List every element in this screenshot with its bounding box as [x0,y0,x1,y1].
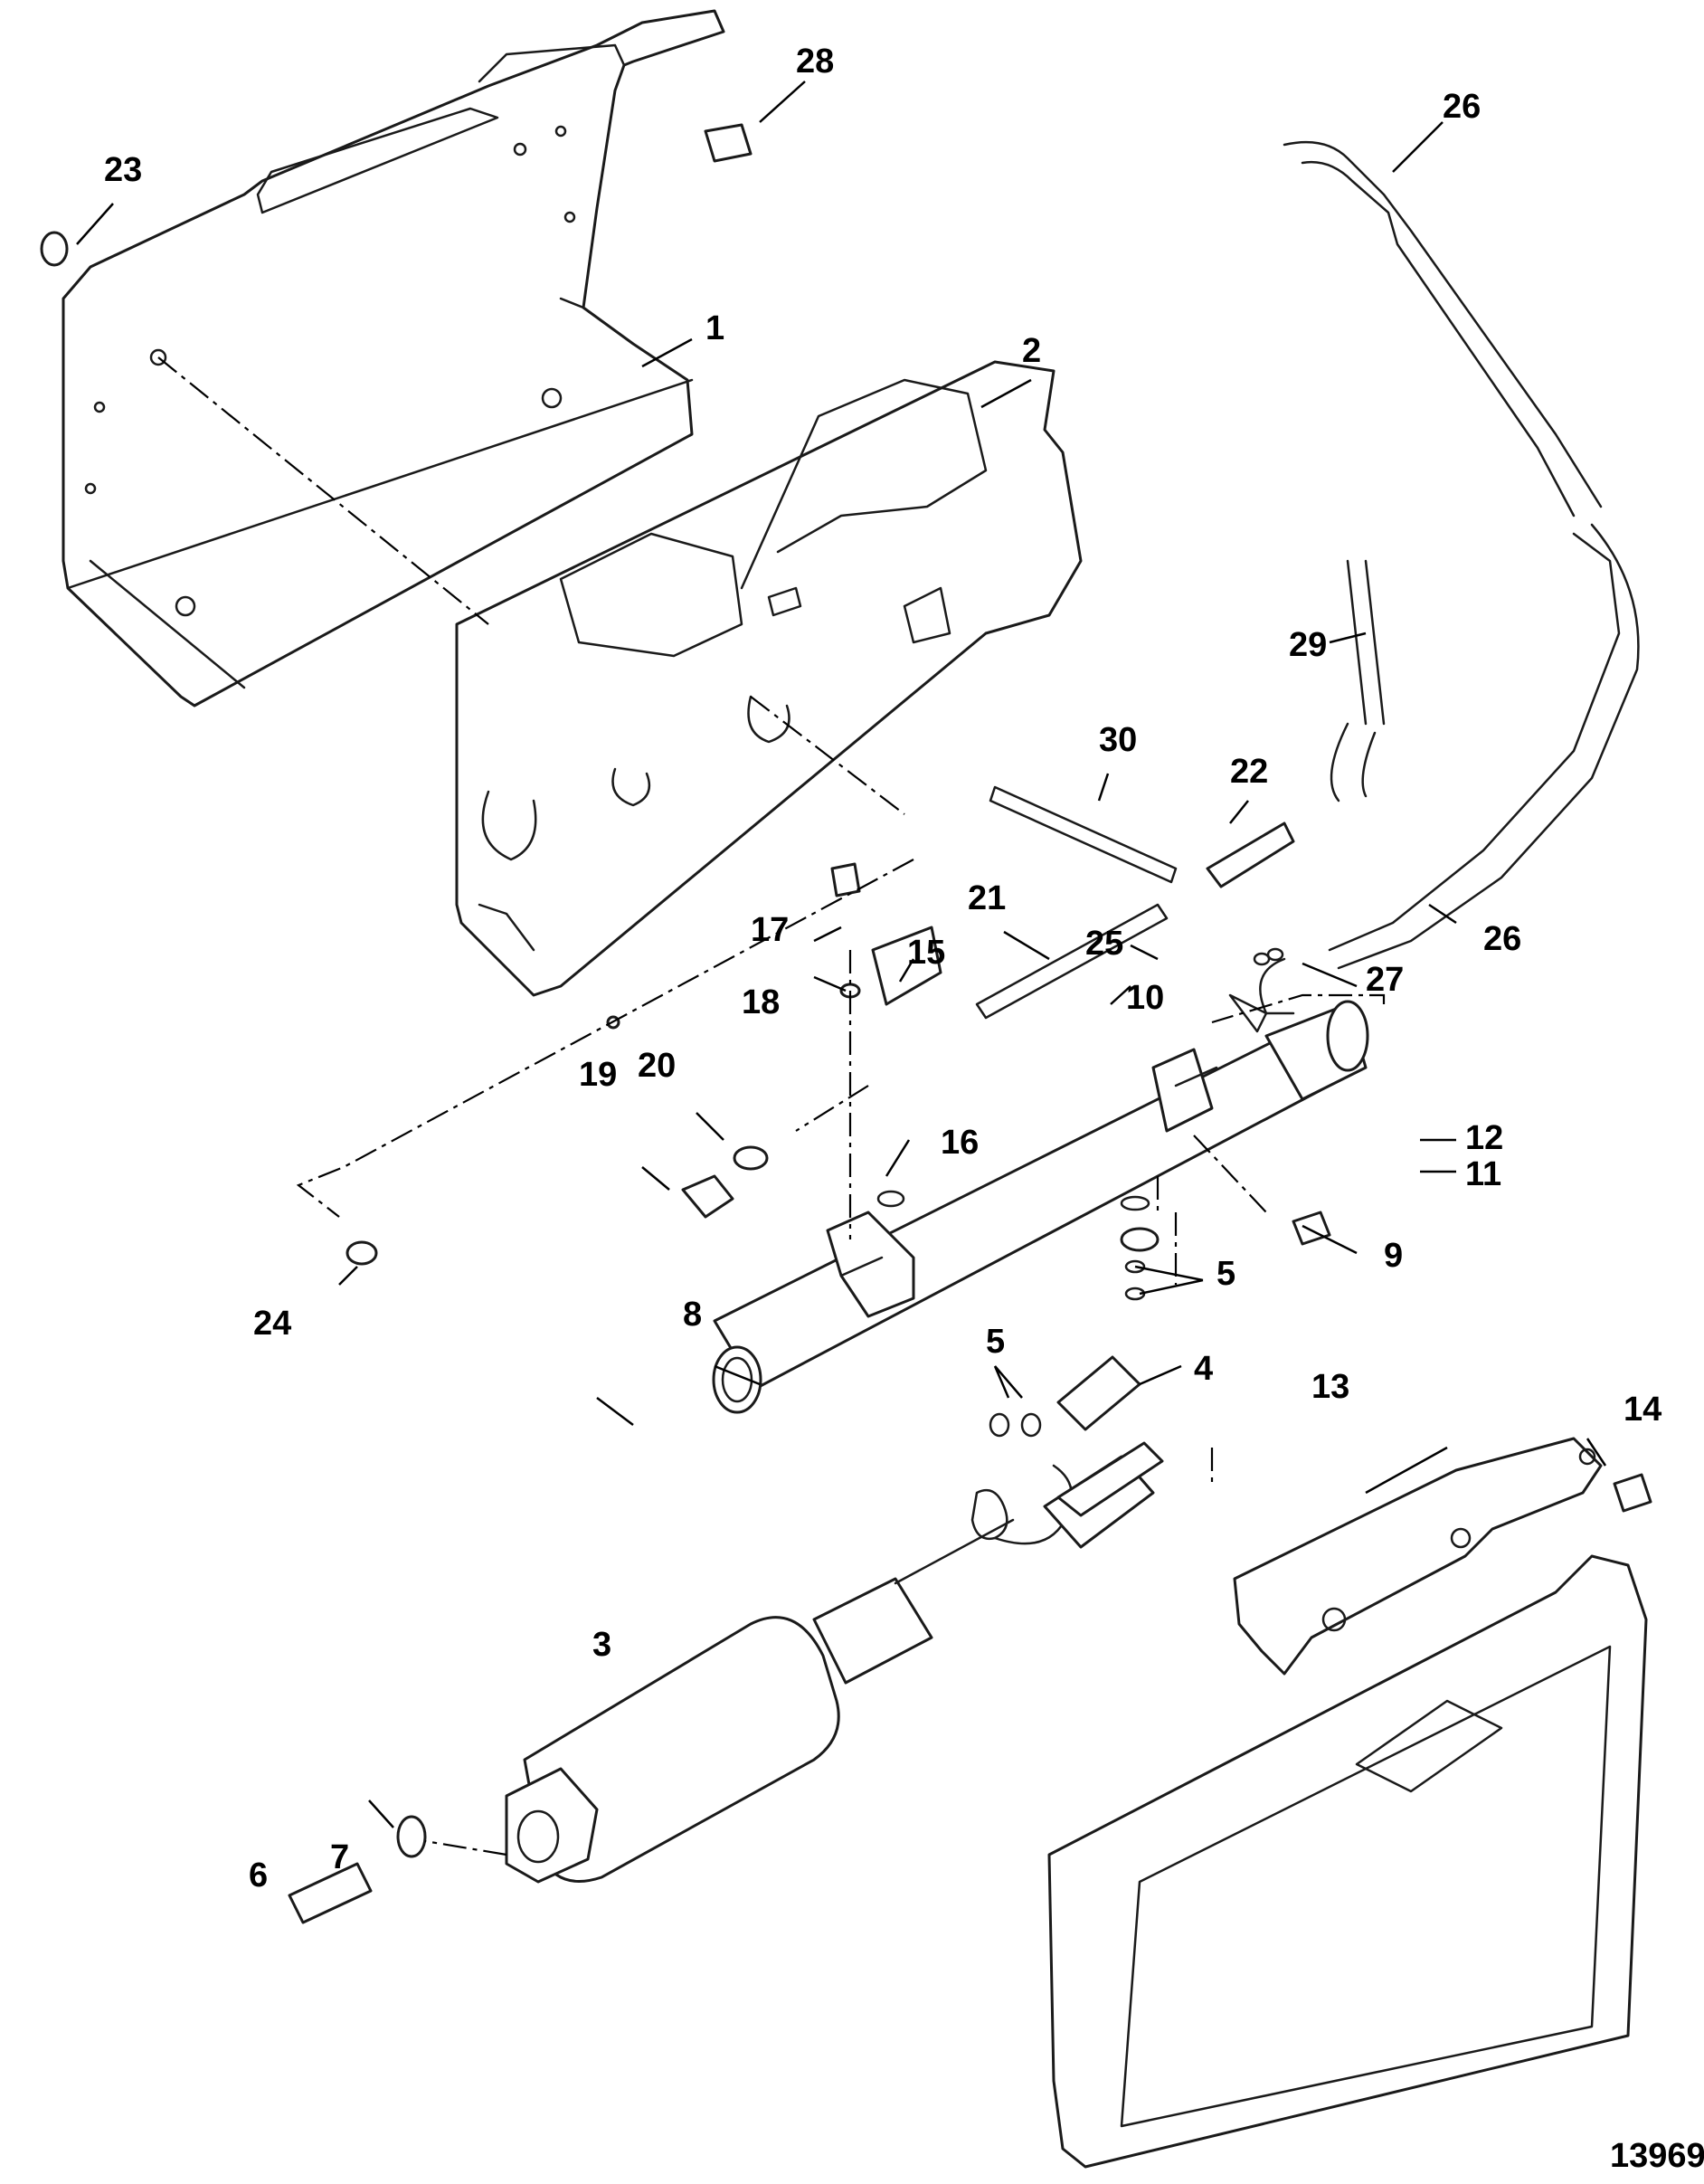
callout-19: 19 [579,1056,617,1094]
callout-21: 21 [968,879,1006,917]
callout-29: 29 [1289,626,1327,664]
nut-part-28 [704,123,753,163]
callout-15: 15 [907,934,945,972]
callout-13: 13 [1311,1368,1349,1406]
o-ring-part-5d [1020,1412,1042,1438]
callout-5b: 5 [1216,1255,1235,1293]
fitting-part-6 [288,1862,373,1924]
o-ring-part-27a [1253,952,1271,966]
hose-part-29 [1330,559,1386,802]
callout-8: 8 [683,1296,702,1334]
callout-5a: 5 [986,1323,1005,1361]
figure-id: 13969 [1610,2137,1704,2175]
callout-22: 22 [1230,753,1268,791]
callout-10: 10 [1126,979,1164,1017]
washer-part-20 [733,1145,769,1171]
callout-16: 16 [941,1124,979,1162]
callout-12: 12 [1465,1119,1503,1157]
callout-7: 7 [330,1838,349,1876]
callout-23: 23 [104,151,142,189]
o-ring-part-5c [989,1412,1010,1438]
cover-part-25 [1047,1554,1648,2169]
callout-6: 6 [249,1856,268,1894]
callout-1: 1 [705,309,724,347]
small-parts [40,123,1652,1924]
callouts: 1 2 3 4 5 5 6 7 8 9 10 11 12 13 14 15 16… [104,43,1704,2175]
fuel-pump-part-3 [505,1441,1164,1884]
bracket-part-13 [1233,1437,1603,1676]
fitting-part-9 [1292,1211,1331,1246]
fitting-part-22 [1206,821,1295,888]
callout-17: 17 [751,911,789,949]
callout-18: 18 [742,983,780,1021]
o-ring-part-5a [1124,1259,1146,1274]
screw-part-17 [830,862,861,897]
seal-part-16 [876,1190,905,1208]
elbow-part-4 [1056,1355,1141,1431]
o-ring-part-12 [1120,1195,1150,1211]
callout-14: 14 [1624,1391,1661,1429]
o-ring-part-27b [1266,947,1284,962]
callout-26b: 26 [1483,920,1521,958]
fuel-hose-part-26 [1228,140,1640,1033]
nut-part-14 [1613,1473,1652,1513]
leader-lines [76,81,1607,1828]
callout-3: 3 [592,1626,611,1664]
callout-24: 24 [253,1305,291,1343]
callout-2: 2 [1022,332,1041,370]
callout-11: 11 [1465,1155,1501,1193]
fuel-rail-part-8 [712,1000,1369,1414]
screw-part-23 [40,231,69,267]
callout-26a: 26 [1443,88,1481,126]
mounting-bracket-part-1 [62,9,725,707]
callout-25: 25 [1085,925,1123,963]
callout-27: 27 [1366,961,1404,999]
plug-part-24 [346,1240,378,1266]
fitting-part-11 [1120,1227,1160,1252]
washer-part-7 [396,1815,427,1858]
pump-bracket-part-2 [455,360,1083,997]
pressure-regulator-part-15 [871,926,942,1006]
bolt-part-19 [681,1174,734,1219]
callout-4: 4 [1194,1350,1213,1388]
cable-tie-part-30 [989,785,1178,884]
callout-20: 20 [638,1047,676,1085]
tube-part-21 [975,903,1169,1020]
callout-28: 28 [796,43,834,81]
callout-30: 30 [1099,721,1137,759]
assembly-lines [157,356,1386,1856]
callout-9: 9 [1384,1237,1403,1275]
